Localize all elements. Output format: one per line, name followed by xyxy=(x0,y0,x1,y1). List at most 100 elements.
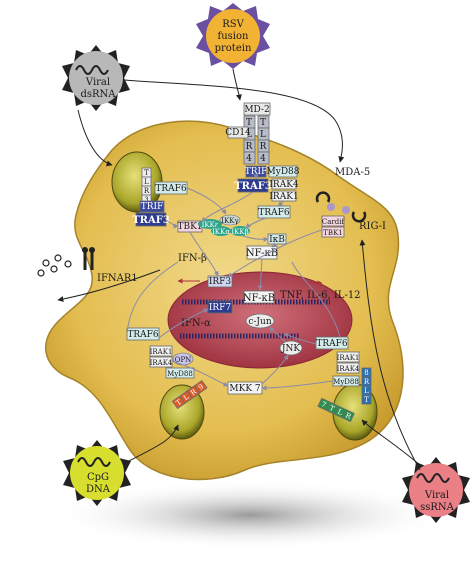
ssrna-label-1: Viral xyxy=(424,490,449,501)
irak4-tlr9-label: IRAK4 xyxy=(150,359,173,367)
nfkb-nuc-label: NF-κB xyxy=(243,293,275,304)
svg-text:7: 7 xyxy=(320,400,327,409)
cardif-label: Cardif xyxy=(322,218,346,226)
traf3-tlr4-label: TRAF3 xyxy=(234,181,272,192)
cpg-to-tlr9-arrow xyxy=(124,424,179,464)
svg-text:R: R xyxy=(260,142,267,152)
cd14-box xyxy=(227,126,249,139)
cjun-label: c-Jun xyxy=(248,317,271,327)
rsv-label-3: protein xyxy=(215,43,252,54)
ssrna-to-tlr78-arrow xyxy=(361,419,421,466)
svg-text:R: R xyxy=(144,187,150,195)
svg-text:T: T xyxy=(260,118,266,128)
irak4-tlr4-label: IRAK4 xyxy=(269,180,299,190)
svg-text:L: L xyxy=(246,130,252,140)
traf3-tlr3-box xyxy=(135,212,167,227)
svg-text:T: T xyxy=(175,398,184,407)
opn-label: OPN xyxy=(175,356,192,364)
svg-text:4: 4 xyxy=(246,154,252,164)
viral-ssrna-ligand: Viral ssRNA xyxy=(402,457,470,523)
jnk-label: JNK xyxy=(281,344,300,354)
md2-box xyxy=(243,102,271,116)
ikka-label: IKKα xyxy=(212,228,230,236)
viral-dsrna-ligand: Viral dsRNA xyxy=(62,45,130,111)
svg-text:4: 4 xyxy=(260,154,266,164)
svg-text:R: R xyxy=(364,378,370,386)
ssrna-label-2: ssRNA xyxy=(420,502,455,513)
traf3-tlr3-label: TRAF3 xyxy=(132,215,170,226)
mda5-receptor xyxy=(315,191,335,211)
ikkb-label: IKKβ xyxy=(231,228,248,236)
cytokines-label: TNF, IL-6, IL-12 xyxy=(280,290,361,301)
myd88-tlr4-label: MyD88 xyxy=(267,167,300,177)
irak1-tlr78-label: IRAK1 xyxy=(337,354,360,362)
rigi-receptor xyxy=(342,206,367,223)
ikb-label: IκB xyxy=(269,235,285,245)
irak1-tlr78-box xyxy=(336,351,360,363)
cpg-label-1: CpG xyxy=(87,472,109,483)
rigi-label: RIG-I xyxy=(359,221,386,232)
tlr3-receptor: T L R 3 xyxy=(141,167,152,205)
svg-text:9: 9 xyxy=(197,383,205,392)
tlr7-receptor: 7 T L R xyxy=(317,397,355,423)
traf6-tlr78-label: TRAF6 xyxy=(316,339,348,349)
cardif-box xyxy=(321,215,345,227)
md2-label: MD-2 xyxy=(244,105,269,115)
cpg-label-2: DNA xyxy=(86,484,111,495)
ikkb-ellipse xyxy=(230,226,250,236)
dsrna-to-tlr3-arrow xyxy=(77,109,113,167)
irak4-tlr4-box xyxy=(271,178,297,190)
dsrna-label-1: Viral xyxy=(85,77,110,88)
cd14-label: CD14 xyxy=(225,128,251,138)
irf3-label: IRF3 xyxy=(209,277,232,287)
traf6-tlr9-label: TRAF6 xyxy=(127,330,159,340)
svg-text:R: R xyxy=(189,387,199,397)
signaling-paths xyxy=(126,174,341,391)
irak1-tlr4-label: IRAK1 xyxy=(269,192,298,202)
ikka-ellipse xyxy=(211,226,231,236)
svg-text:T: T xyxy=(364,396,369,404)
irak4-tlr9-box xyxy=(149,356,173,368)
tbk1-label: TBK1 xyxy=(177,222,202,232)
rsv-label-1: RSV xyxy=(222,19,244,30)
tlr8-receptor: 8 R L T xyxy=(361,367,372,405)
irak4-tlr78-box xyxy=(336,362,360,374)
svg-text:8: 8 xyxy=(364,369,368,377)
myd88-tlr4-box xyxy=(268,165,298,178)
myd88-tlr9-box xyxy=(165,367,195,379)
traf6-tlr4-box xyxy=(257,205,291,219)
traf6-tlr3-label: TRAF6 xyxy=(155,184,187,194)
svg-text:L: L xyxy=(336,408,344,417)
rsv-arrow xyxy=(232,68,242,101)
ifna-label: IFN-α xyxy=(181,318,211,329)
tbk1-rig-label: TBK1 xyxy=(323,229,343,237)
nfkb-cyto-label: NF-κB xyxy=(246,248,278,259)
dna-squiggle xyxy=(77,457,111,467)
svg-text:T: T xyxy=(328,404,336,413)
irak1-tlr9-label: IRAK1 xyxy=(150,348,173,356)
cpg-dna-ligand: CpG DNA xyxy=(63,440,131,506)
myd88-tlr9-label: MyD88 xyxy=(167,370,193,378)
ifnar1-receptor xyxy=(82,247,95,270)
svg-text:T: T xyxy=(246,118,252,128)
irak4-tlr78-label: IRAK4 xyxy=(337,365,360,373)
secreted-ifn-dots xyxy=(37,254,72,277)
rna-squiggle xyxy=(75,65,109,75)
mkk7-label: MKK 7 xyxy=(229,384,261,394)
svg-text:3: 3 xyxy=(144,196,148,204)
ifnb-label: IFN-β xyxy=(178,253,207,264)
irf3-box xyxy=(207,275,233,288)
ssrna-to-rigi-arrow xyxy=(359,239,421,471)
tlr4-receptor: T T L L R R 4 4 xyxy=(243,115,270,165)
ikke-label: IKKε xyxy=(202,221,219,229)
jnk-ellipse xyxy=(279,340,303,356)
trif-tlr4-label: TRIF xyxy=(245,167,268,177)
rna-squiggle xyxy=(416,473,450,483)
tlr9-receptor: T L R 9 xyxy=(171,380,208,410)
endosome-tlr9 xyxy=(159,384,205,440)
ifnar1-label: IFNAR1 xyxy=(97,273,138,284)
rsv-label-2: fusion xyxy=(218,31,249,42)
rsv-fusion-protein-ligand: RSV fusion protein xyxy=(196,3,270,69)
traf6-tlr78-box xyxy=(315,336,349,350)
